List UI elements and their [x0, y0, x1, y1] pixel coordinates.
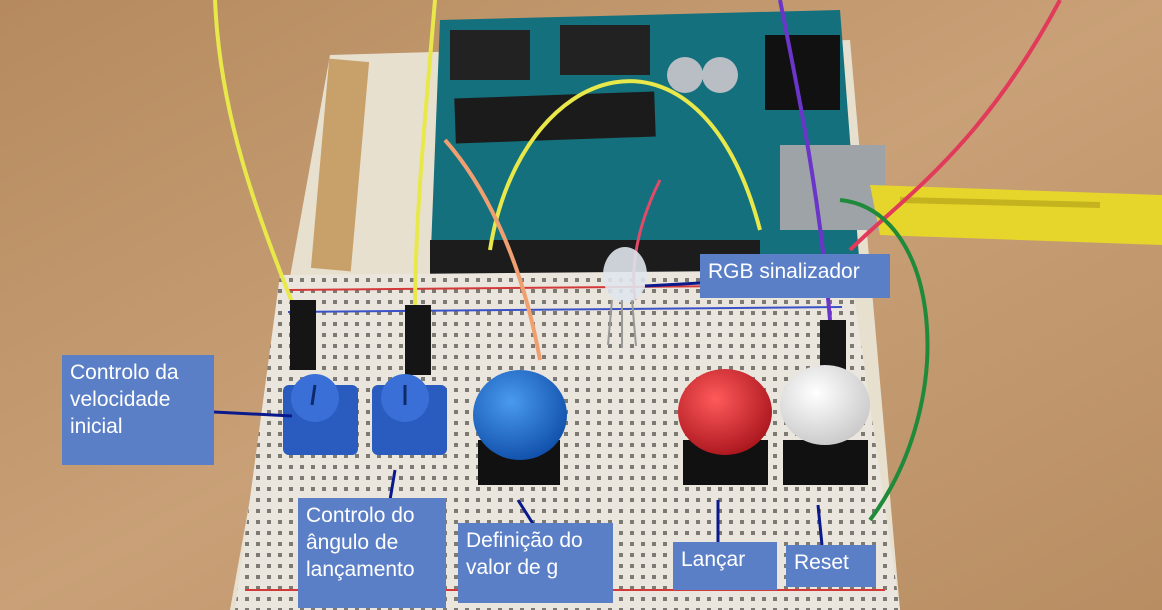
- callout-lines: [213, 281, 824, 546]
- capacitor-1: [667, 57, 703, 93]
- callout-line-gravity: [516, 499, 537, 528]
- arduino-power-jack: [765, 35, 840, 110]
- callout-line-reset: [816, 504, 824, 546]
- label-velocity-control: Controlo da velocidade inicial: [62, 355, 214, 465]
- label-launch: Lançar: [673, 542, 777, 590]
- callout-line-velocity: [213, 410, 293, 418]
- button-white-reset: [780, 365, 870, 485]
- rgb-led-leg-1: [607, 299, 613, 346]
- capacitor-2: [702, 57, 738, 93]
- button-blue-g: [473, 370, 567, 485]
- green-wire: [839, 198, 930, 522]
- usb-cable-shadow: [899, 197, 1101, 208]
- yellow-wire-center: [413, 0, 437, 311]
- arduino-header-top-2: [560, 25, 650, 75]
- label-reset: Reset: [786, 545, 876, 587]
- red-wire-right: [848, 0, 1062, 252]
- rgb-led-leg-3: [631, 299, 637, 347]
- potentiometer-angle: [372, 374, 447, 455]
- orange-wire: [443, 138, 542, 361]
- header-pot-2: [405, 305, 431, 375]
- header-right: [820, 320, 846, 370]
- arduino-chip: [454, 91, 656, 144]
- potentiometer-velocity: [283, 374, 358, 455]
- arduino-usb-port: [780, 145, 885, 230]
- breadboard-rail-blue-top: [287, 306, 843, 313]
- label-rgb-signal: RGB sinalizador: [700, 254, 890, 298]
- rgb-led: [603, 247, 647, 303]
- label-angle-control: Controlo do ângulo de lançamento: [298, 498, 446, 608]
- header-pot-1: [290, 300, 316, 370]
- yellow-wire-arc: [488, 79, 762, 251]
- yellow-wire-left: [213, 0, 297, 311]
- arduino-header-top: [450, 30, 530, 80]
- pad-strip: [310, 58, 370, 272]
- callout-line-rgb: [644, 281, 701, 288]
- label-gravity-value: Definição do valor de g: [458, 523, 613, 603]
- button-red-launch: [678, 369, 772, 485]
- callout-line-angle: [388, 469, 397, 501]
